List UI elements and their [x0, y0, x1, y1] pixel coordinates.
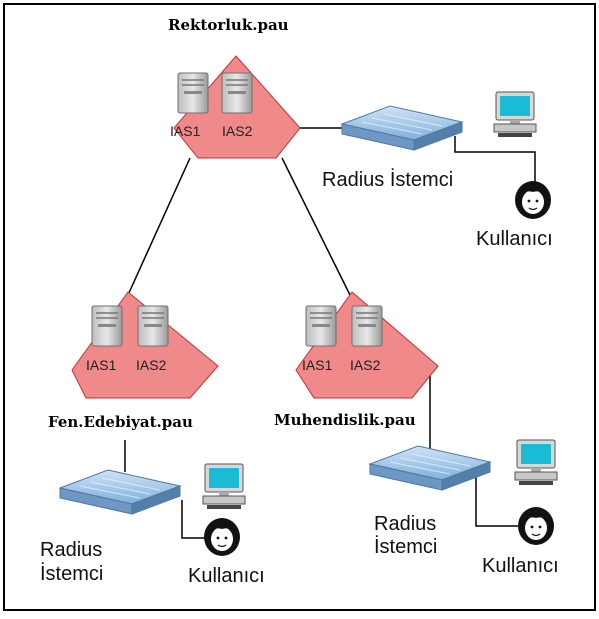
network-switch-icon [59, 469, 181, 515]
server-label-ias2: IAS2 [222, 123, 253, 139]
network-switch-icon [341, 105, 463, 151]
radius-client-label-line2: İstemci [40, 562, 103, 585]
domain-label-right: Muhendislik.pau [274, 411, 416, 429]
radius-client-label-line1: Radius [40, 539, 102, 561]
server-icon [137, 305, 169, 347]
link-right-switch [425, 371, 431, 450]
network-switch-icon [369, 445, 491, 491]
diagram-frame [3, 3, 596, 611]
desktop-computer-icon [493, 91, 537, 138]
user-label: Kullanıcı [482, 555, 559, 577]
desktop-computer-icon [514, 439, 558, 486]
link-right-switch-user [475, 475, 518, 527]
server-label-ias2: IAS2 [136, 357, 167, 373]
user-avatar-icon [203, 517, 241, 557]
user-label: Kullanıcı [188, 565, 265, 587]
server-label-ias1: IAS1 [170, 123, 201, 139]
user-avatar-icon [517, 506, 555, 546]
link-left-switch-user [181, 500, 206, 539]
radius-client-label: Radius İstemci [322, 168, 453, 191]
desktop-computer-icon [202, 463, 246, 510]
server-label-ias1: IAS1 [86, 357, 117, 373]
server-label-ias1: IAS1 [302, 357, 333, 373]
radius-client-label-line1: Radius [374, 513, 436, 535]
domain-node-root: IAS1 IAS2 Rektorluk.pau [168, 16, 301, 159]
domain-node-left: IAS1 IAS2 Fen.Edebiyat.pau [48, 291, 219, 431]
connection-lines [124, 127, 536, 539]
server-icon [221, 72, 253, 114]
server-label-ias2: IAS2 [350, 357, 381, 373]
domain-label-root: Rektorluk.pau [168, 16, 289, 34]
domain-label-left: Fen.Edebiyat.pau [48, 413, 193, 431]
domain-node-right: IAS1 IAS2 Muhendislik.pau [274, 291, 439, 429]
server-icon [351, 305, 383, 347]
link-root-left [127, 157, 191, 296]
link-root-right [281, 157, 351, 296]
link-root-switch-user [454, 136, 536, 182]
server-icon [305, 305, 337, 347]
server-icon [91, 305, 123, 347]
user-label: Kullanıcı [476, 228, 553, 250]
server-icon [177, 72, 209, 114]
radius-client-label-line2: İstemci [374, 535, 437, 558]
user-avatar-icon [514, 180, 552, 220]
